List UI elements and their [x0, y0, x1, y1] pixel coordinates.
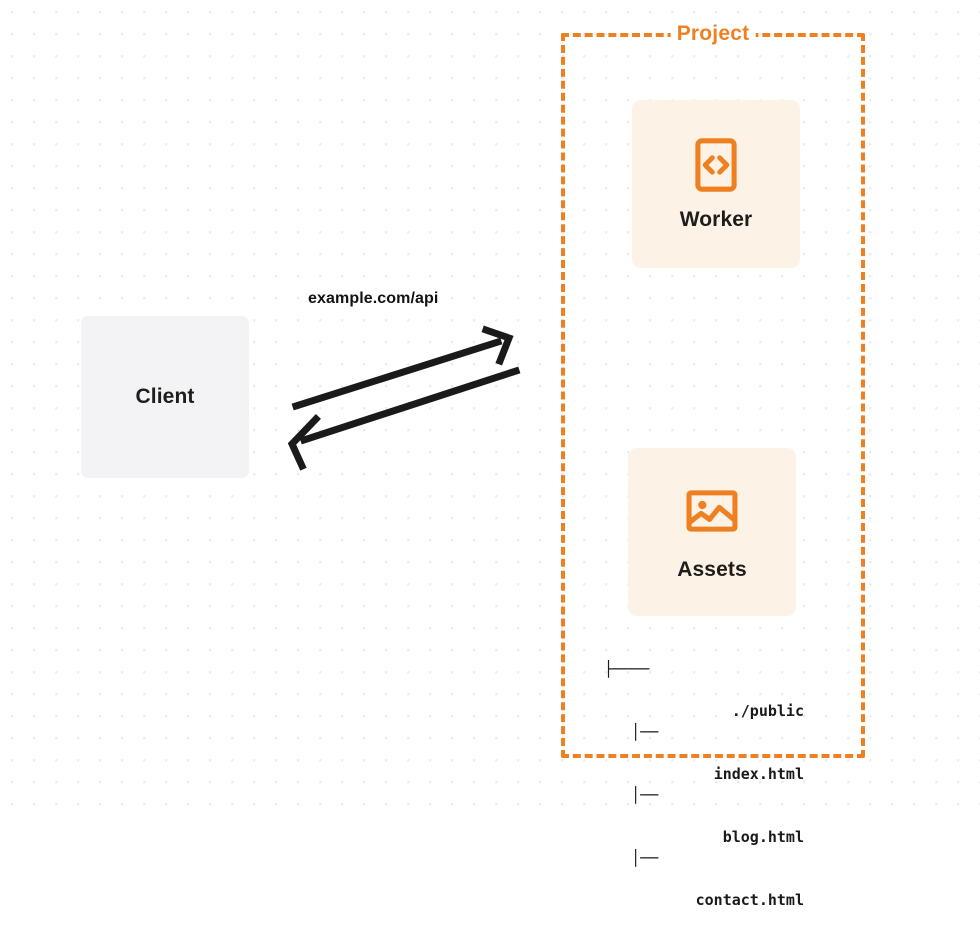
assets-file-tree: ├──── ./public │── index.html │── blog.h… — [604, 617, 804, 911]
file-tree-row: ├──── ./public — [604, 659, 804, 720]
project-container: Project — [561, 22, 865, 758]
assets-card[interactable]: Assets — [628, 448, 796, 616]
file-tree-row: │── contact.html — [604, 848, 804, 909]
client-node[interactable]: Client — [81, 316, 249, 478]
tree-item-name: ./public — [731, 702, 804, 720]
client-node-label: Client — [135, 385, 195, 408]
connection-label: example.com/api — [308, 290, 439, 307]
tree-item-name: contact.html — [695, 891, 804, 909]
tree-branch-glyph: │── — [604, 786, 659, 804]
worker-card[interactable]: Worker — [632, 100, 800, 268]
assets-card-label: Assets — [677, 558, 747, 581]
file-tree-row: │── blog.html — [604, 785, 804, 846]
tree-branch-glyph: │── — [604, 849, 659, 867]
worker-card-label: Worker — [679, 208, 753, 231]
request-arrow — [291, 325, 514, 411]
project-title: Project — [670, 22, 756, 46]
response-arrow — [287, 366, 521, 471]
code-brackets-icon — [695, 138, 737, 192]
file-tree-row: │── index.html — [604, 722, 804, 783]
image-icon — [686, 490, 738, 532]
diagram-canvas: Client example.com/api Project Worker — [0, 0, 980, 909]
tree-item-name: blog.html — [722, 828, 804, 846]
tree-branch-glyph: ├──── — [604, 660, 650, 678]
tree-branch-glyph: │── — [604, 723, 659, 741]
tree-item-name: index.html — [713, 765, 804, 783]
